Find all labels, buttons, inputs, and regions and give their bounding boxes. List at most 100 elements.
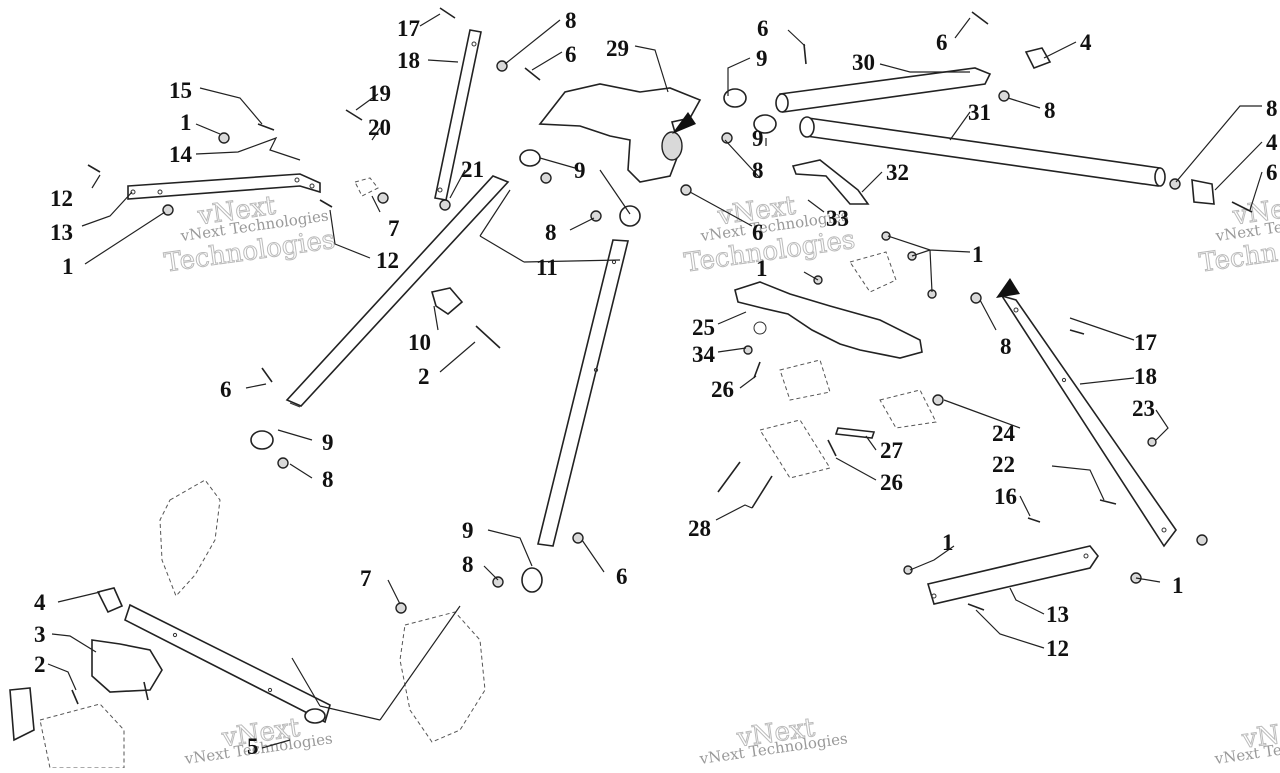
callout-label: 12 [1046,636,1069,661]
callout-label: 6 [936,30,948,55]
connector-lower-left [9,687,125,769]
callout-label: 9 [462,518,474,543]
callout-label: 28 [688,516,711,541]
cap-4-upper [1024,47,1052,70]
callout-label: 32 [886,160,909,185]
callout-label: 14 [169,142,193,167]
callout-label: 19 [368,81,391,106]
callout-label: 6 [616,564,628,589]
callout-label: 24 [992,421,1016,446]
callout-label: 9 [322,430,334,455]
lower-left-bar [124,603,331,724]
cap-4-right [1191,179,1215,205]
callout-label: 1 [942,530,954,555]
callout-label: 23 [1132,396,1155,421]
callout-label: 16 [994,484,1017,509]
callout-label: 33 [826,206,849,231]
callout-label: 2 [418,364,430,389]
callout-label: 8 [462,552,474,577]
callout-label: 2 [34,652,46,677]
callout-label: 15 [169,78,192,103]
callout-label: 6 [752,220,764,245]
tube-11-diagonal [285,175,510,408]
callout-label: 9 [752,126,764,151]
callout-label: 6 [565,42,577,67]
bracket-3 [91,639,163,693]
callout-label: 7 [360,566,372,591]
clip-32 [791,159,870,205]
callout-label: 6 [1266,160,1278,185]
bracket-ghost-lower-left [159,479,221,597]
leader-lines [47,13,1263,749]
vertical-bar-right [996,278,1177,548]
lower-right-bar [926,545,1099,605]
callout-label: 12 [376,248,399,273]
callout-label: 10 [408,330,431,355]
watermark-6: vNe vNext Te [1213,717,1280,768]
callout-label: 9 [756,46,768,71]
callout-label: 1 [180,110,192,135]
bolts-28 [717,461,773,509]
callout-label: 27 [880,438,903,463]
watermark-3-name-outline: Techn [1197,238,1279,279]
mount-bracket-25 [734,281,923,359]
callout-label: 6 [757,16,769,41]
tube-11-vertical [537,239,630,547]
tube-31 [799,116,1166,187]
tube-30 [775,67,992,113]
watermark-5: vNext vNext Technologies [698,712,849,768]
callout-label: 3 [34,622,46,647]
callout-label: 29 [606,36,629,61]
callout-label: 12 [50,186,73,211]
callout-label: 13 [50,220,73,245]
callout-label: 4 [1266,130,1278,155]
callout-label: 9 [574,158,586,183]
pin-27 [834,427,876,439]
callout-label: 6 [220,377,232,402]
callout-label: 8 [545,220,557,245]
callout-label: 17 [397,16,420,41]
top-cowl-bracket [538,83,702,183]
bushing-10 [430,287,464,316]
callout-label: 8 [1044,98,1056,123]
callout-label: 18 [397,48,420,73]
callout-label: 1 [62,254,74,279]
hardware-bolts [71,7,1253,705]
callout-label: 31 [968,100,991,125]
callout-label: 18 [1134,364,1157,389]
callout-label: 25 [692,315,715,340]
grommets-9-mid [250,149,641,593]
left-upper-bar [127,173,321,200]
callout-label: 7 [388,216,400,241]
callout-label: 11 [536,255,558,280]
callout-label: 4 [1080,30,1092,55]
callout-label: 26 [711,377,734,402]
callout-labels: 17 8 6 29 9 6 30 6 4 18 15 19 1 20 14 21… [34,8,1278,759]
callout-label: 21 [461,157,484,182]
callout-label: 4 [34,590,46,615]
callout-label: 1 [756,256,768,281]
callout-label: 5 [247,734,259,759]
watermark-2: vNext vNext Technologies Technologies [682,190,858,279]
callout-label: 26 [880,470,903,495]
callout-label: 8 [565,8,577,33]
cap-4-lower [96,587,124,614]
hardware-nuts [162,60,1208,614]
bracket-ghost-left [354,177,379,197]
callout-label: 20 [368,115,391,140]
callout-label: 1 [972,242,984,267]
callout-label: 17 [1134,330,1157,355]
callout-label: 30 [852,50,875,75]
ghost-brackets-center [759,251,937,479]
callout-label: 8 [322,467,334,492]
watermark-6-logo: vNe [1239,718,1280,755]
callout-label: 8 [1000,334,1012,359]
grommets-9-top [723,88,777,134]
callout-label: 13 [1046,602,1069,627]
callout-label: 22 [992,452,1015,477]
bracket-ghost-center [399,611,486,743]
callout-label: 8 [1266,96,1278,121]
watermark-6-name: vNext Te [1213,741,1280,768]
